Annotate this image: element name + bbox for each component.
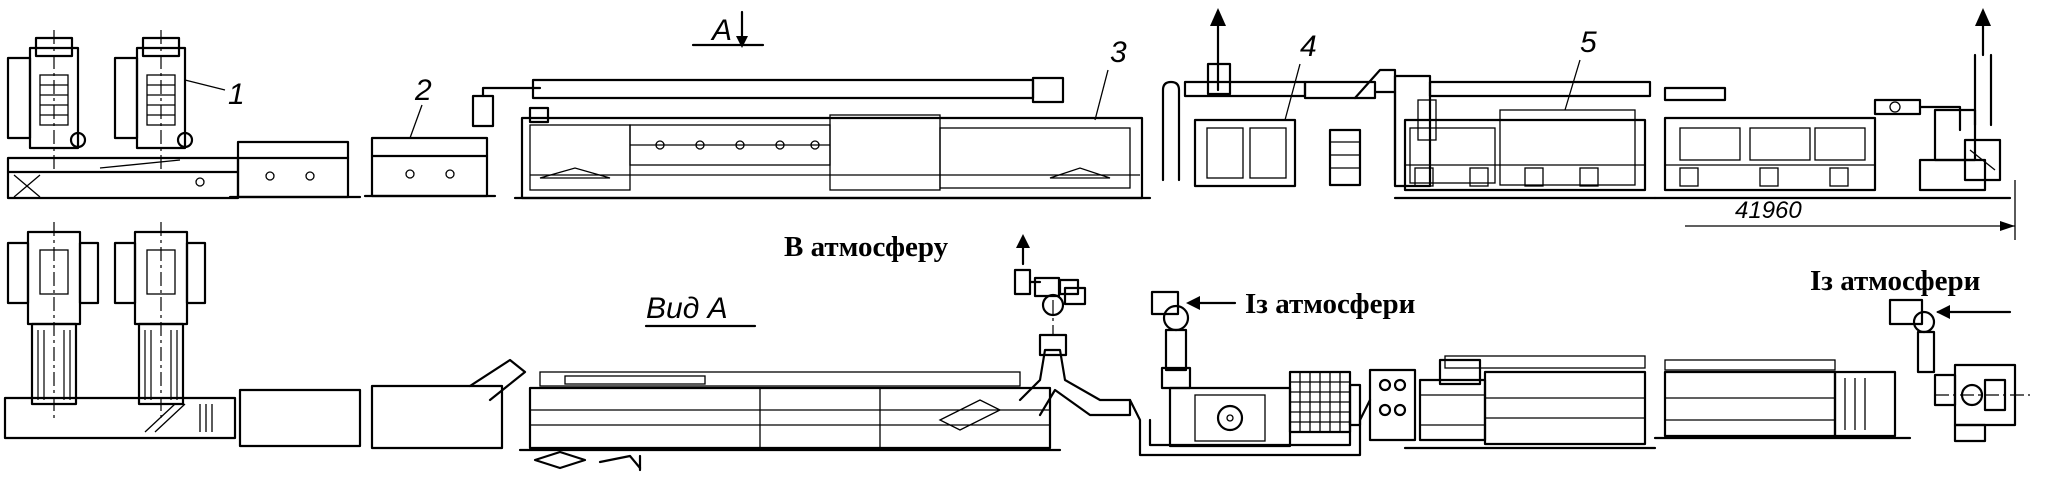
view-label: Вид А [644,292,757,328]
plan-view: В атмосферу Із атмосфери [3,222,2030,472]
callout-2: 2 [414,74,432,107]
section-letter: A [710,14,732,47]
press-left [6,30,87,170]
label-to-atmosphere: В атмосферу [784,231,949,263]
press-right [113,30,194,170]
section-marker-a: A [691,10,765,48]
callout-4: 4 [1300,30,1317,63]
label-from-atmosphere-2: Із атмосфери [1810,265,1980,297]
callout-3: 3 [1110,36,1127,69]
elevation-view: 1 2 [6,8,2012,200]
exhaust-unit-4: 4 [1183,8,1317,188]
callout-1: 1 [228,78,245,111]
label-from-atmosphere-1: Із атмосфери [1245,288,1415,320]
press-plan-right [113,222,207,420]
view-a-label: Вид А [646,292,728,325]
dimension-41960: 41960 [1685,180,2016,240]
dimension-text: 41960 [1735,197,1802,224]
callout-5: 5 [1580,26,1597,59]
press-plan-left [6,222,100,420]
